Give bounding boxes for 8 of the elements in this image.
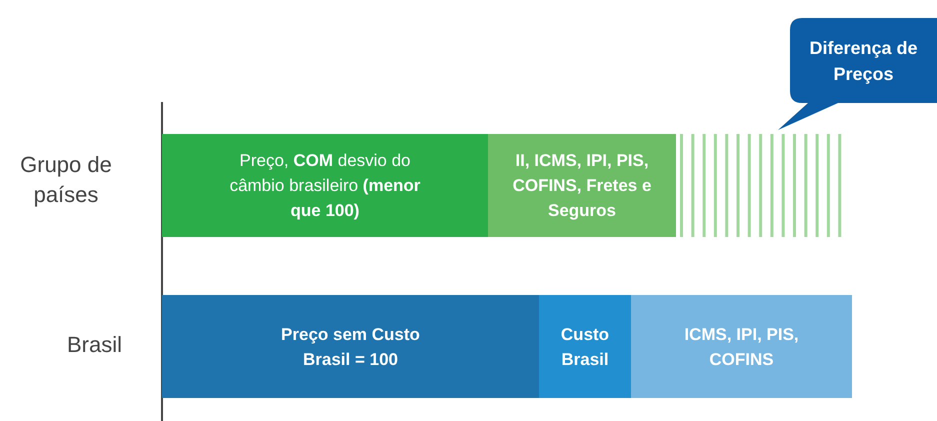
row-label: Brasil: [66, 331, 122, 359]
tax-bar-segment: II, ICMS, IPI, PIS, COFINS, Fretes e Seguros: [488, 134, 676, 237]
price-bar-segment: Preço, COM desvio do câmbio brasileiro (menor que 100): [162, 134, 488, 237]
speech-bubble: Diferença de Preços: [778, 18, 937, 130]
tax-bar-segment: ICMS, IPI, PIS, COFINS: [631, 295, 852, 398]
price-bar-segment: Preço sem Custo Brasil = 100: [162, 295, 539, 398]
cost-bar-segment: Custo Brasil: [539, 295, 631, 398]
row-label: Grupo de países: [19, 151, 113, 209]
